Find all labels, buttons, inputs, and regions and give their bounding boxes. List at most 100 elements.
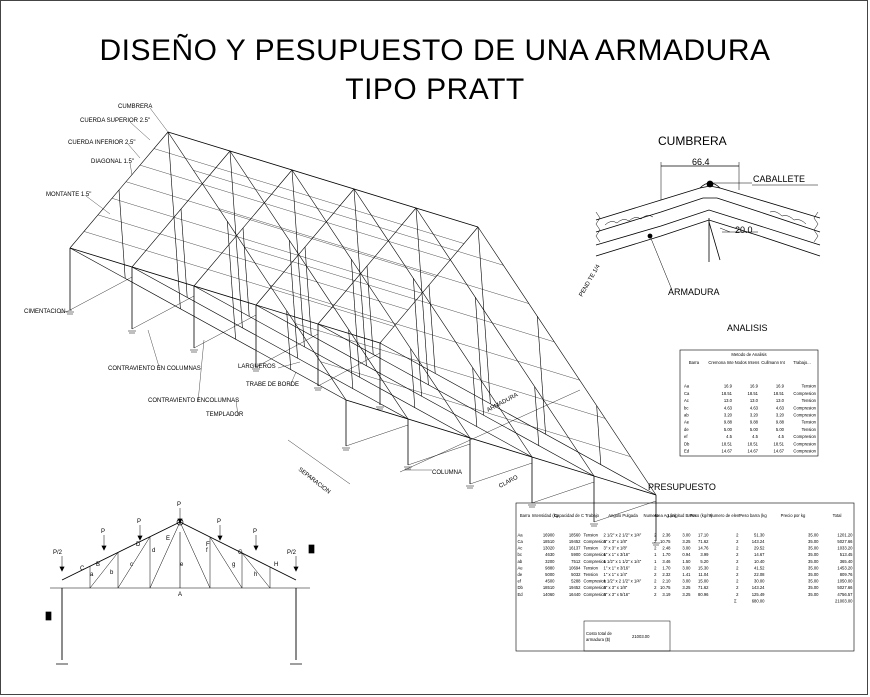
drawing-title-line1: DISEÑO Y PESUPUESTO DE UNA ARMADURA	[99, 34, 771, 67]
presupuesto-cell: 3.25	[682, 539, 691, 544]
analisis-cell: Db	[684, 441, 690, 446]
member-letter: a	[90, 572, 94, 578]
presupuesto-cell: 35.00	[808, 546, 819, 551]
analisis-cell: ef	[684, 434, 688, 439]
cumbrera-dim-right: 20.0	[735, 225, 753, 235]
total-label-line2: armadura ($)	[586, 637, 611, 642]
leader-line	[197, 339, 205, 403]
presupuesto-col-header: Peso barra (kg	[739, 513, 767, 518]
label-separacion: SEPARACION	[297, 467, 331, 496]
presupuesto-cell: 2	[736, 579, 739, 584]
presupuesto-cell: 2	[654, 592, 657, 597]
support-left-marker	[45, 611, 52, 621]
cumbrera-dim-top: 66.4	[692, 157, 710, 167]
presupuesto-cell: 2.32	[662, 572, 671, 577]
analisis-cell: 9.88	[750, 420, 759, 425]
presupuesto-cell: Compresion	[584, 552, 607, 557]
analisis-cell: 3.20	[776, 413, 785, 418]
analisis-cell: 14.67	[774, 449, 785, 454]
load-label: P/2	[287, 550, 297, 556]
presupuesto-cell: 3" x 3" x 1/8"	[604, 539, 628, 544]
purlin	[83, 231, 395, 327]
arrowhead	[101, 545, 107, 551]
analisis-cell: 18.51	[774, 391, 785, 396]
analisis-cell: 14.67	[748, 449, 759, 454]
analisis-cell: 9.88	[776, 420, 785, 425]
support-right-marker	[308, 544, 315, 554]
label-columna: COLUMNA	[432, 470, 462, 476]
member-letter: g	[232, 562, 235, 568]
isometric-structure	[59, 107, 660, 546]
total-label: Costo total de	[586, 631, 613, 636]
arrowhead	[217, 535, 223, 541]
presupuesto-cell: 1.70	[662, 565, 671, 570]
analisis-cell: 16.9	[776, 384, 785, 389]
analisis-cell: 14.67	[722, 449, 733, 454]
presupuesto-cell: 125.49	[752, 592, 765, 597]
eave-line	[69, 247, 381, 344]
load-label: P	[137, 519, 141, 525]
presupuesto-col-header: Capacidad de C	[554, 513, 584, 518]
label-contraviento-columnas: CONTRAVIENTO EN COLUMNAS	[108, 366, 201, 372]
bracing	[593, 500, 657, 523]
analisis-cell: 13.0	[750, 398, 759, 403]
analisis-group-header: Metodo de Analisis	[731, 352, 766, 357]
top-chord	[179, 521, 297, 581]
presupuesto-cell: 5288	[571, 579, 581, 584]
analisis-cell: 3.20	[750, 413, 759, 418]
top-chord	[415, 207, 595, 477]
presupuesto-cell: 5000	[545, 572, 555, 577]
member-letter: f	[206, 548, 208, 554]
presupuesto-cell: 35.00	[808, 572, 819, 577]
presupuesto-cell: 5032	[571, 572, 581, 577]
eave-line	[345, 399, 657, 496]
presupuesto-cell: 15.30	[698, 565, 709, 570]
truss-web	[596, 405, 602, 465]
analisis-cell: ab	[684, 413, 689, 418]
presupuesto-cell: 16137	[569, 546, 581, 551]
armadura-detail-label: ARMADURA	[668, 287, 720, 297]
presupuesto-cell: 1 1/2" x 2 1/2" x 1/4"	[604, 579, 642, 584]
presupuesto-cell: 2	[736, 532, 739, 537]
leader-line	[129, 162, 133, 176]
presupuesto-cell: 1" x 1" x 1/4"	[604, 572, 628, 577]
presupuesto-cell: Ed	[518, 592, 524, 597]
presupuesto-cell: 1" x 1" x 3/16"	[604, 565, 631, 570]
analisis-cell: Compresion	[793, 391, 816, 396]
cumbrera-title: CUMBRERA	[658, 134, 727, 148]
arrowhead	[293, 566, 299, 572]
analisis-cell: 5.00	[724, 427, 733, 432]
presupuesto-cell: 35.00	[808, 559, 819, 564]
diagonal	[149, 521, 181, 589]
purlin	[97, 214, 409, 311]
presupuesto-cell: 10.75	[660, 539, 671, 544]
truss-web	[167, 131, 181, 309]
analisis-col-header: Cremona Inte	[708, 360, 734, 365]
diagonal	[89, 552, 119, 589]
presupuesto-cell: 365.40	[840, 559, 853, 564]
analisis-cell: 18.51	[722, 391, 733, 396]
presupuesto-cell: 10.75	[660, 585, 671, 590]
presupuesto-cell: 17.10	[698, 532, 709, 537]
truss-web	[475, 297, 484, 416]
leader-line	[59, 309, 73, 314]
ridge-line	[167, 131, 479, 228]
load-label: P	[177, 502, 181, 508]
purlin	[139, 164, 451, 261]
sum-weight: 680.00	[752, 598, 765, 603]
presupuesto-cell: 35.00	[808, 592, 819, 597]
bracing	[531, 481, 595, 504]
analisis-cell: Tension	[802, 427, 817, 432]
presupuesto-cell: 809.76	[840, 572, 853, 577]
presupuesto-cell: 18560	[569, 532, 581, 537]
label-trabe-borde: TRABE DE BORDE	[246, 382, 299, 388]
presupuesto-cell: 1.50	[682, 559, 691, 564]
member-letter: d	[152, 548, 155, 554]
presupuesto-cell: Tension	[584, 532, 599, 537]
bracing	[255, 333, 319, 368]
presupuesto-cell: 1033.20	[837, 546, 853, 551]
presupuesto-cell: 80.96	[698, 592, 709, 597]
member-letter: C	[80, 566, 85, 572]
truss-web	[229, 150, 243, 328]
